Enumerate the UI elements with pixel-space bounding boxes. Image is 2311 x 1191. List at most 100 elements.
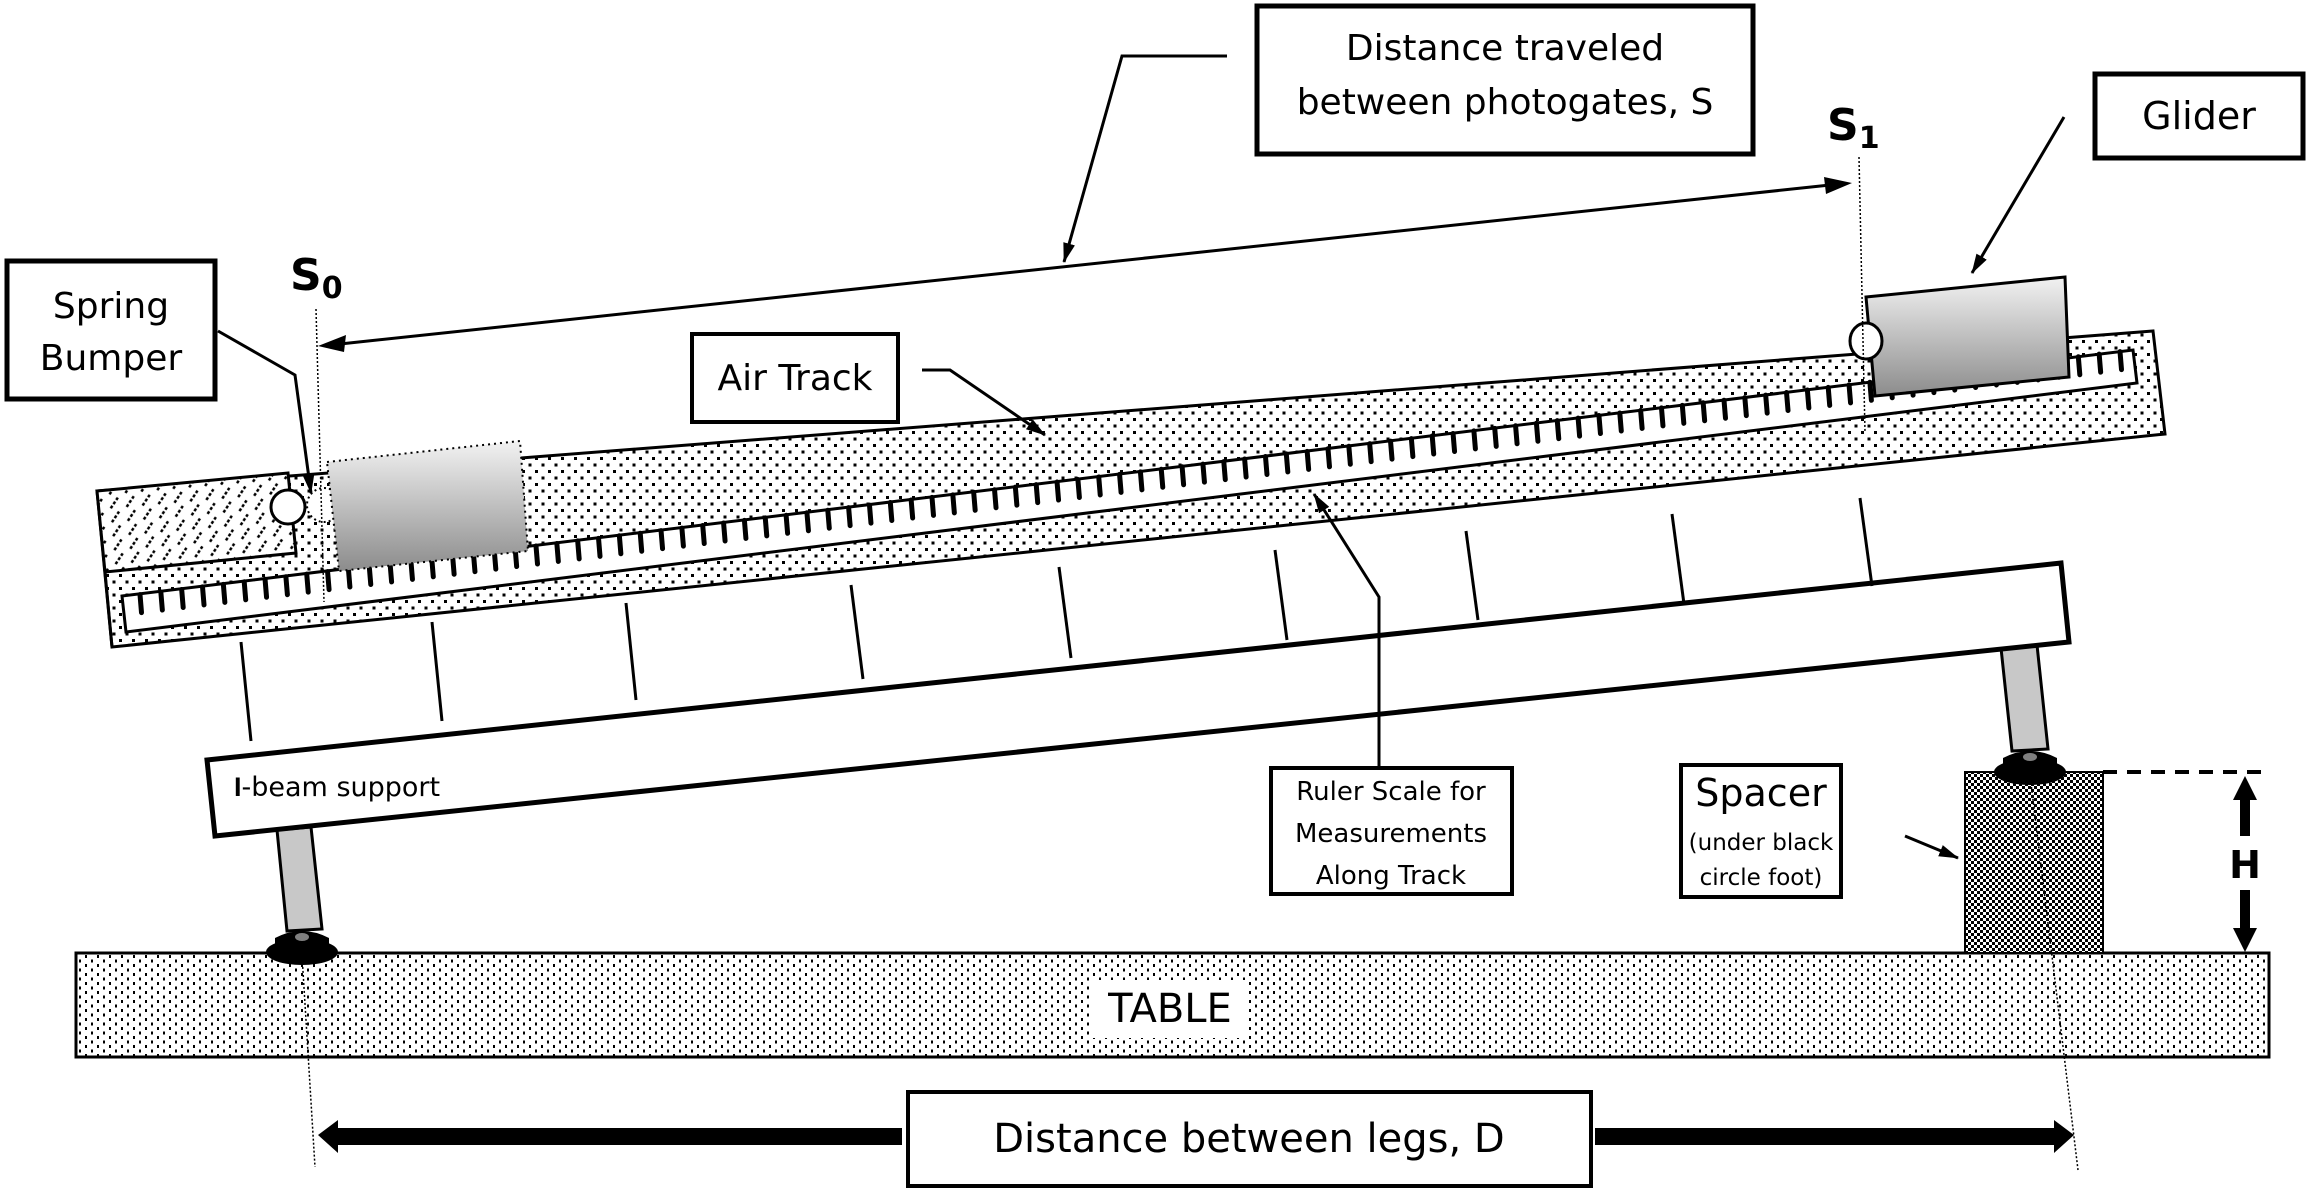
- ruler-tick: [971, 489, 978, 513]
- ruler-tick: [1367, 441, 1374, 465]
- ruler-tick: [179, 586, 186, 610]
- ruler-tick: [721, 520, 728, 544]
- ruler-tick: [1846, 382, 1854, 406]
- i-beam-brace: [1273, 549, 1289, 641]
- spring-bumper-icon: [269, 488, 307, 526]
- spring-bumper-line2: Bumper: [40, 338, 183, 379]
- ruler-tick: [1617, 410, 1624, 434]
- ruler-tick: [1388, 438, 1395, 462]
- ruler-tick: [1200, 461, 1207, 485]
- track-end-cap: [95, 471, 298, 574]
- ruler-tick: [1283, 451, 1291, 475]
- i-beam-brace: [1057, 566, 1073, 659]
- left-foot-icon: [266, 931, 338, 965]
- ruler-tick: [304, 571, 311, 595]
- ruler-tick: [1262, 453, 1270, 477]
- s1-subscript: 1: [1859, 121, 1880, 156]
- spring-bumper-callout: Spring Bumper: [4, 258, 315, 494]
- i-beam-brace: [1858, 497, 1874, 587]
- ruler-tick: [908, 497, 916, 521]
- d-left-arrow-icon: [318, 1120, 902, 1153]
- ruler-tick: [2075, 354, 2083, 378]
- i-beam-label: -beam support: [242, 772, 441, 803]
- ruler-tick: [1429, 433, 1437, 457]
- ruler-tick: [220, 581, 228, 605]
- ruler-tick: [596, 535, 603, 559]
- ruler-tick: [429, 556, 436, 580]
- s0-label: S: [290, 250, 322, 301]
- s0-subscript: 0: [322, 271, 343, 306]
- s1-label: S: [1827, 100, 1859, 151]
- ruler-tick: [1346, 443, 1353, 467]
- ruler-tick: [866, 502, 874, 526]
- i-beam-brace: [1464, 530, 1480, 621]
- ruler-tick: [1825, 384, 1833, 408]
- ruler-tick: [1533, 420, 1541, 444]
- ruler-scale: [120, 348, 2139, 634]
- table: TABLE: [74, 951, 2271, 1059]
- ruler-tick: [783, 512, 791, 536]
- d-right-arrow-icon: [1595, 1120, 2074, 1153]
- spring-bumper-line1: Spring: [53, 286, 169, 327]
- ruler-tick: [158, 589, 165, 613]
- distance-traveled-callout: Distance traveled between photogates, S: [1062, 3, 1756, 263]
- table-label-background: [1092, 980, 1248, 1038]
- ruler-tick: [1763, 392, 1770, 416]
- s1-reference-line: [1858, 156, 1866, 433]
- ruler-tick: [1742, 395, 1749, 419]
- distance-d-indicator: Distance between legs, D: [318, 1090, 2074, 1188]
- glider-label: Glider: [2142, 94, 2256, 138]
- ruler-tick: [1471, 428, 1478, 452]
- ruler-tick: [1700, 400, 1708, 424]
- ruler-tick: [1679, 402, 1687, 426]
- height-label: H: [2229, 843, 2261, 887]
- ruler-tick: [387, 561, 395, 585]
- air-track-callout: Air Track: [690, 332, 1046, 437]
- i-beam-icon: I: [234, 772, 242, 802]
- distance-between-legs-label: Distance between legs, D: [993, 1116, 1504, 1162]
- ruler-tick: [1096, 474, 1103, 498]
- s0-arrowhead-icon: [318, 335, 346, 352]
- s0-reference-line: [315, 308, 325, 603]
- ruler-tick: [825, 507, 832, 531]
- ruler-tick: [929, 494, 936, 518]
- ruler-tick: [1179, 464, 1187, 488]
- ruler-tick: [345, 566, 353, 590]
- table-label: TABLE: [1107, 986, 1232, 1032]
- ruler-scale-callout: Ruler Scale for Measurements Along Track: [1269, 493, 1514, 896]
- ruler-tick: [1242, 456, 1249, 480]
- i-beam-brace: [849, 584, 865, 680]
- ruler-tick: [637, 530, 645, 554]
- spacer-title: Spacer: [1695, 771, 1827, 815]
- ruler-tick: [1492, 425, 1499, 449]
- ruler-tick: [1033, 482, 1041, 506]
- ruler-tick: [1596, 413, 1603, 437]
- ruler-tick: [658, 528, 666, 552]
- ruler-tick: [1158, 466, 1166, 490]
- air-track-label: Air Track: [717, 358, 872, 399]
- s1-arrowhead-icon: [1824, 177, 1852, 194]
- ruler-tick: [575, 538, 582, 562]
- spacer-callout: Spacer (under black circle foot): [1679, 763, 1959, 899]
- ruler-line3: Along Track: [1316, 861, 1466, 891]
- i-beam-support: I-beam support: [204, 497, 2072, 839]
- ruler-tick: [1075, 476, 1082, 500]
- spacer-line1: (under black: [1689, 830, 1834, 856]
- right-leg: [1999, 643, 2050, 753]
- i-beam-brace: [1670, 513, 1686, 605]
- ruler-tick: [1867, 379, 1874, 403]
- ruler-tick: [887, 500, 895, 524]
- ruler-tick: [1804, 387, 1812, 411]
- right-foot-icon: [1994, 751, 2066, 785]
- ruler-tick: [1638, 407, 1645, 431]
- height-down-arrow-icon: [2233, 890, 2257, 952]
- left-leg: [275, 825, 324, 933]
- ruler-tick: [283, 574, 290, 598]
- ruler-line1: Ruler Scale for: [1296, 777, 1486, 807]
- ruler-tick: [1304, 448, 1312, 472]
- ruler-tick: [366, 563, 374, 587]
- ruler-tick: [616, 533, 624, 557]
- ruler-tick: [762, 515, 770, 539]
- ruler-tick: [533, 543, 540, 567]
- ruler-line2: Measurements: [1295, 819, 1487, 849]
